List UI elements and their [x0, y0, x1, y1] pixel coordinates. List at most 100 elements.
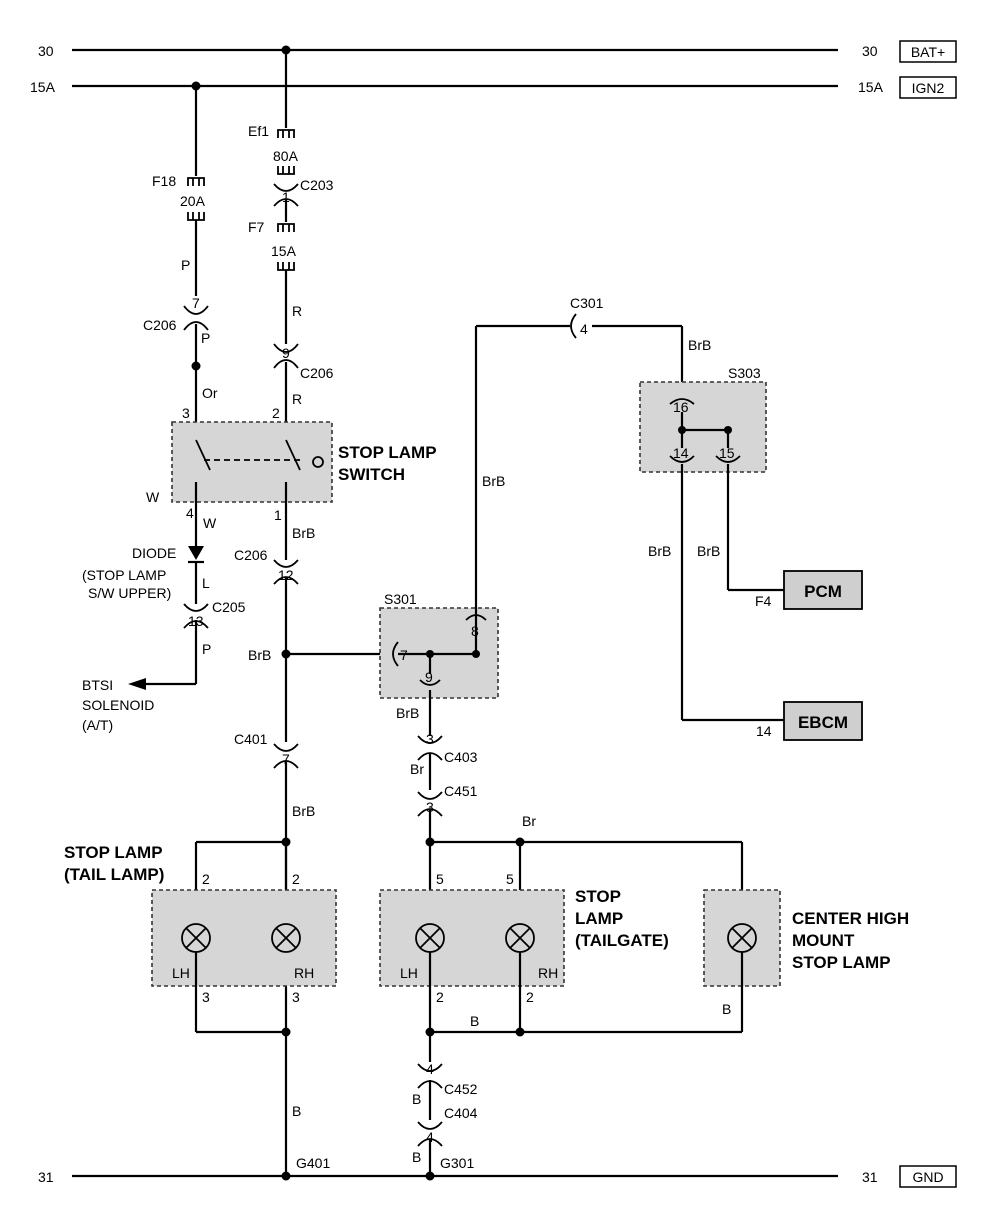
- ground-g401: G401: [296, 1155, 330, 1171]
- wire-brb-pcm: BrB: [697, 543, 720, 559]
- ground-g301: G301: [440, 1155, 474, 1171]
- wire-brb-s301: BrB: [396, 705, 419, 721]
- tail-lamp-label-2: (TAIL LAMP): [64, 865, 164, 884]
- wire-r-2: R: [292, 391, 302, 407]
- center-high-mount-stop-lamp: CENTER HIGH MOUNT STOP LAMP B: [703, 889, 909, 1032]
- switch-pin-3: 3: [182, 405, 190, 421]
- chmsl-label-2: MOUNT: [792, 931, 855, 950]
- c451-label: C451: [444, 783, 478, 799]
- rail-bat-right-label: 30: [862, 43, 878, 59]
- c401-label: C401: [234, 731, 268, 747]
- switch-label-2: SWITCH: [338, 465, 405, 484]
- wire-p-3: P: [202, 641, 211, 657]
- wire-s301-c403: BrB 3 C403 Br 3 C451 Br: [396, 690, 744, 920]
- c206-c-label: C206: [234, 547, 268, 563]
- wire-w-2: W: [203, 515, 217, 531]
- diode-label-1: DIODE: [132, 545, 176, 561]
- ign2-tag: IGN2: [912, 80, 945, 96]
- ground-g301-path: 4 C452 B C404 4 B G301: [412, 1061, 478, 1181]
- wire-b-chmsl: B: [722, 1001, 731, 1017]
- rail-gnd-right-label: 31: [862, 1169, 878, 1185]
- c404-label: C404: [444, 1105, 478, 1121]
- c301-label: C301: [570, 295, 604, 311]
- c401-pin: 7: [282, 751, 290, 767]
- btsi-arrow-icon: [128, 678, 146, 690]
- wire-p-2: P: [201, 330, 210, 346]
- c203-pin: 1: [282, 189, 290, 205]
- rail-bat-left-label: 30: [38, 43, 54, 59]
- fuse-ef1-label: Ef1: [248, 123, 269, 139]
- diode-label-3: S/W UPPER): [88, 585, 171, 601]
- switch-pin-2: 2: [272, 405, 280, 421]
- chmsl-bulb-icon: [727, 923, 757, 953]
- ebcm-label: EBCM: [798, 713, 848, 732]
- wire-or: Or: [202, 385, 218, 401]
- ebcm-pin: 14: [756, 723, 772, 739]
- btsi-label-1: BTSI: [82, 677, 113, 693]
- c206-a-pin: 7: [192, 295, 200, 311]
- c452-pin: 4: [426, 1061, 434, 1077]
- tail-lamp-rh-bulb-icon: [271, 923, 301, 953]
- tailgate-lamp-lh: LH: [400, 965, 418, 981]
- wire-b-g301: B: [412, 1149, 421, 1165]
- btsi-label-2: SOLENOID: [82, 697, 154, 713]
- tailgate-label-2: LAMP: [575, 909, 623, 928]
- wire-l: L: [202, 575, 210, 591]
- wire-p-1: P: [181, 257, 190, 273]
- c206-b-label: C206: [300, 365, 334, 381]
- tail-lamp-rh: RH: [294, 965, 314, 981]
- rail-bat: 30 30 BAT+: [38, 40, 957, 63]
- ebcm-module: EBCM 14: [756, 701, 863, 741]
- pcm-pin: F4: [755, 593, 772, 609]
- branch-ef1: Ef1 80A 1 C203 F7 15A R 9 C206 R: [248, 45, 334, 482]
- wire-brb-ebcm: BrB: [648, 543, 671, 559]
- tailgate-label-3: (TAILGATE): [575, 931, 669, 950]
- tailgate-pin-top-r: 5: [506, 871, 514, 887]
- c403-label: C403: [444, 749, 478, 765]
- c206-c-pin: 12: [278, 567, 294, 583]
- c452-label: C452: [444, 1081, 478, 1097]
- tail-pin-bot-r: 3: [292, 989, 300, 1005]
- wire-brb-switch: BrB: [292, 525, 315, 541]
- c203-label: C203: [300, 177, 334, 193]
- brb-main: BrB 12 C206 BrB 7 C401 BrB B G401: [234, 482, 392, 1181]
- wire-r-1: R: [292, 303, 302, 319]
- stop-lamp-tail: STOP LAMP (TAIL LAMP) 2 2 LH RH 3 3: [64, 840, 337, 1034]
- diode-label-2: (STOP LAMP: [82, 567, 166, 583]
- tailgate-label-1: STOP: [575, 887, 621, 906]
- c206-a-label: C206: [143, 317, 177, 333]
- btsi-label-3: (A/T): [82, 717, 113, 733]
- wire-b-tail: B: [470, 1013, 479, 1029]
- s301-pin-9: 9: [425, 669, 433, 685]
- chmsl-label-3: STOP LAMP: [792, 953, 891, 972]
- switch-label-1: STOP LAMP: [338, 443, 437, 462]
- tailgate-pin-top-l: 5: [436, 871, 444, 887]
- tail-pin-top-r: 2: [292, 871, 300, 887]
- c451-pin: 3: [426, 799, 434, 815]
- s303-pin-16: 16: [673, 399, 689, 415]
- rail-gnd: 31 31 GND: [38, 1165, 957, 1188]
- wire-b-bottom: B: [292, 1103, 301, 1119]
- switch-pin-4: 4: [186, 505, 194, 521]
- fuse-f7-rating: 15A: [271, 243, 297, 259]
- bat-plus-tag: BAT+: [911, 44, 945, 60]
- tail-lamp-lh: LH: [172, 965, 190, 981]
- c403-pin: 3: [426, 731, 434, 747]
- c205-label: C205: [212, 599, 246, 615]
- wire-s303-modules: BrB BrB: [648, 464, 784, 722]
- splice-s303: S303 16 14 15: [639, 365, 767, 473]
- s301-label: S301: [384, 591, 417, 607]
- tailgate-lamp-rh: RH: [538, 965, 558, 981]
- tail-lamp-label-1: STOP LAMP: [64, 843, 163, 862]
- diode-path: W DIODE (STOP LAMP S/W UPPER) L 13 C205 …: [82, 482, 246, 733]
- gnd-tag: GND: [912, 1169, 943, 1185]
- wire-br-top: Br: [522, 813, 536, 829]
- wire-brb-vertical: BrB: [482, 473, 505, 489]
- fuse-f18-rating: 20A: [180, 193, 206, 209]
- rail-ign: 15A 15A IGN2: [30, 76, 957, 99]
- wire-brb-c401: BrB: [292, 803, 315, 819]
- tail-pin-top-l: 2: [202, 871, 210, 887]
- rail-ign-left-label: 15A: [30, 79, 56, 95]
- tail-pin-bot-l: 3: [202, 989, 210, 1005]
